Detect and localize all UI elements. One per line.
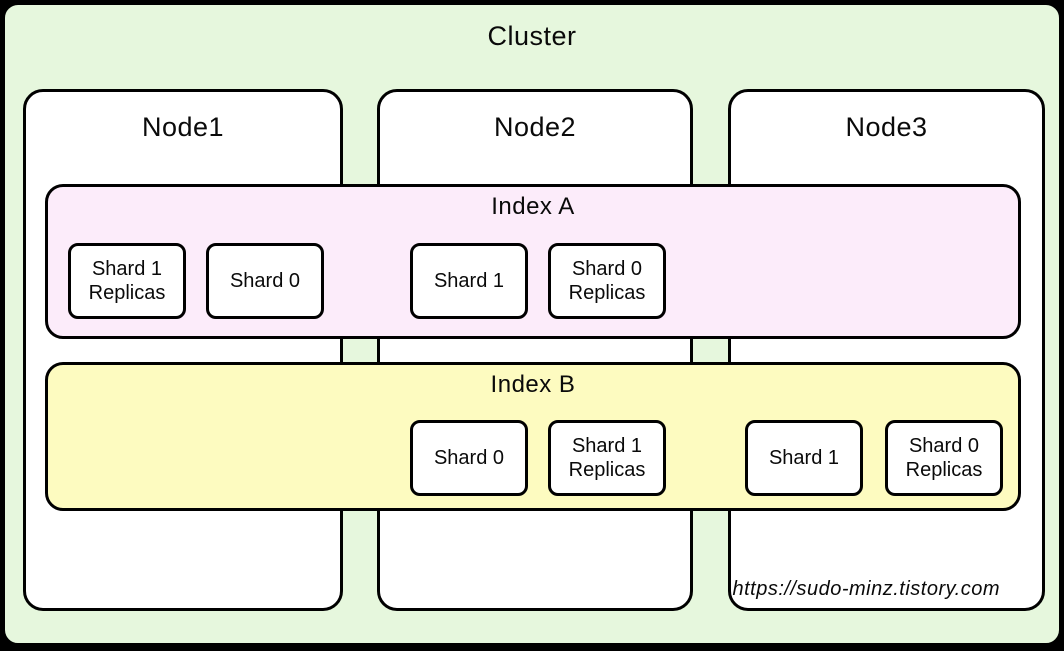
index-b-shard0-replicas-box: Shard 0 Replicas [885, 420, 1003, 496]
index-b-shard1-box: Shard 1 [745, 420, 863, 496]
cluster-title: Cluster [487, 21, 577, 51]
node2-box: Node2 [377, 89, 693, 611]
index-a-title: Index A [491, 193, 575, 220]
index-a-band: Index A Shard 1 Replicas Shard 0 Shard 1… [45, 184, 1021, 339]
index-b-band: Index B Shard 0 Shard 1 Replicas Shard 1… [45, 362, 1021, 511]
node3-title: Node3 [845, 112, 928, 142]
index-b-shard0-box: Shard 0 [410, 420, 528, 496]
index-a-shard0-box: Shard 0 [206, 243, 324, 319]
index-b-shard1-replicas-box: Shard 1 Replicas [548, 420, 666, 496]
node3-box: Node3 [728, 89, 1045, 611]
node1-title: Node1 [141, 112, 225, 142]
watermark-url: https://sudo-minz.tistory.com [732, 578, 1000, 600]
index-a-shard1-replicas-box: Shard 1 Replicas [68, 243, 186, 319]
node2-title: Node2 [493, 112, 577, 142]
index-b-title: Index B [490, 371, 576, 398]
node1-box: Node1 [23, 89, 343, 611]
index-a-shard0-replicas-box: Shard 0 Replicas [548, 243, 666, 319]
index-a-shard1-box: Shard 1 [410, 243, 528, 319]
